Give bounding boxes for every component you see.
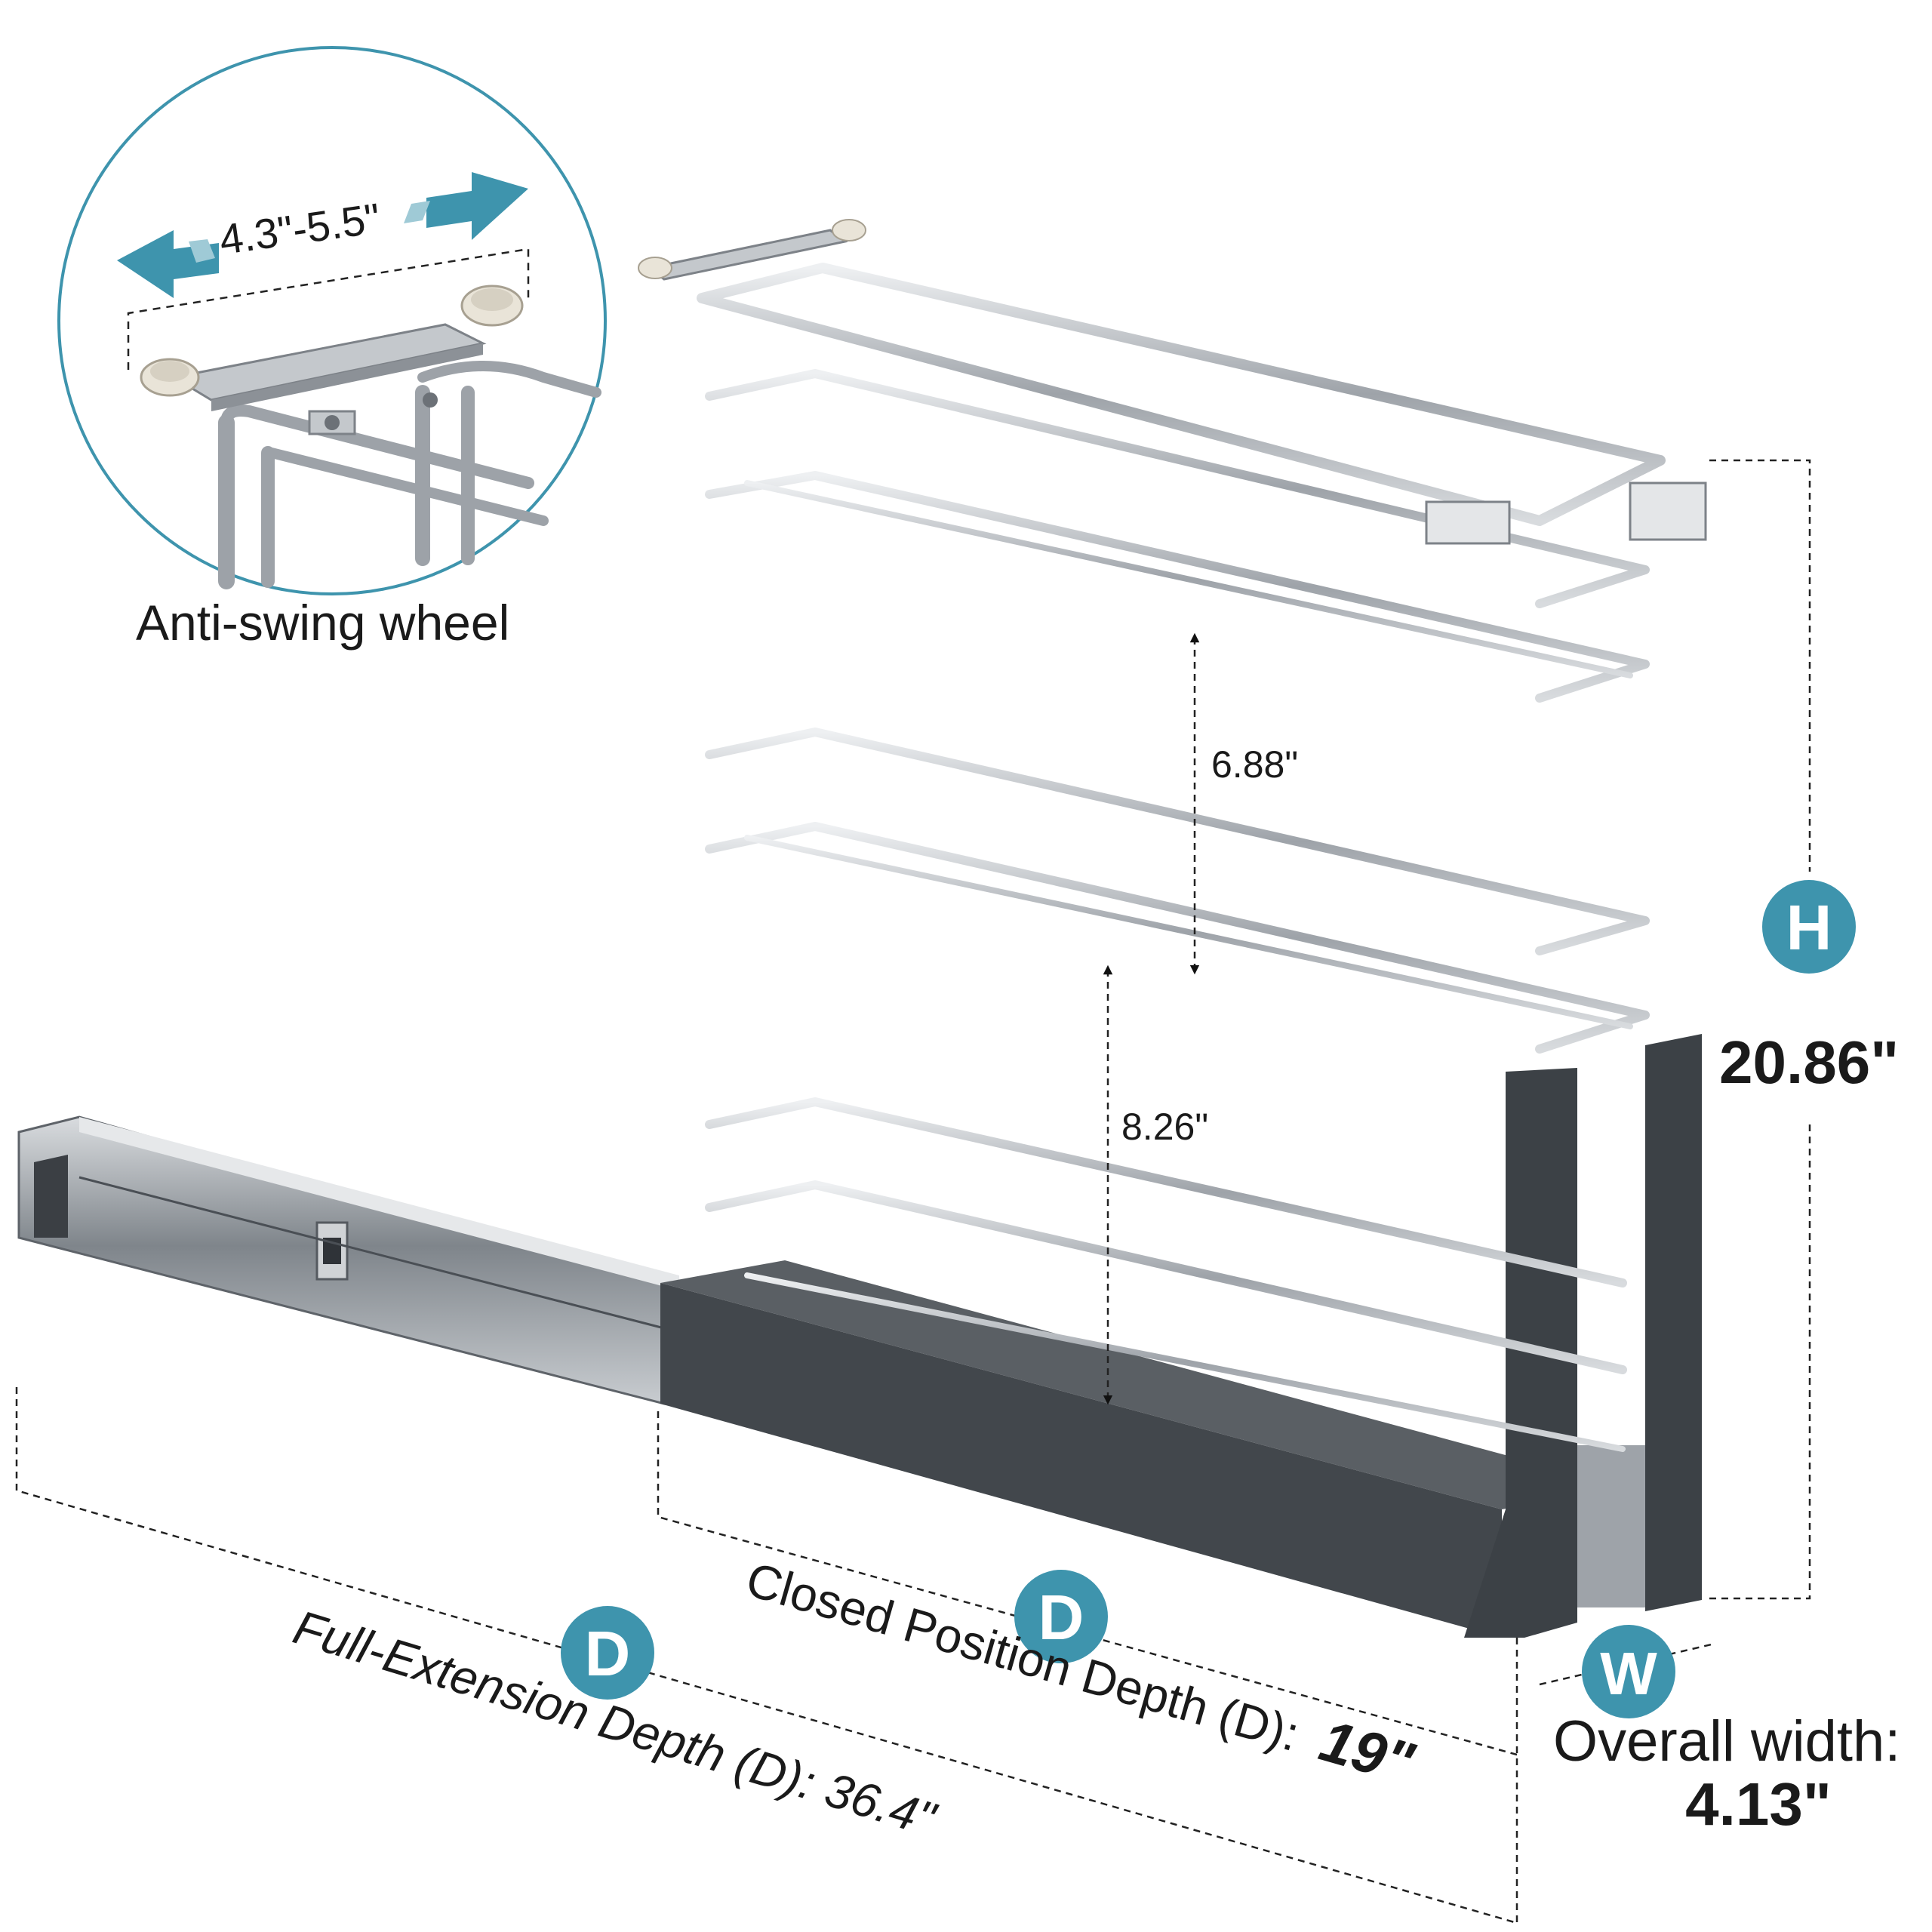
- wire-basket: [697, 263, 1666, 1452]
- closed-depth-badge-letter: D: [1038, 1582, 1084, 1653]
- drawer-slide-rail: [17, 1115, 679, 1405]
- height-badge-letter: H: [1786, 892, 1832, 963]
- anti-swing-wheel-icon: [832, 219, 866, 242]
- top-bracket: [638, 219, 1707, 545]
- closed-depth-value: 19": [1313, 1707, 1422, 1797]
- height-badge: H: [1762, 880, 1856, 974]
- width-badge: W: [1582, 1625, 1675, 1718]
- dimension-lines: [15, 459, 1811, 1924]
- height-value: 20.86": [1719, 1029, 1899, 1096]
- anti-swing-wheel-icon: [638, 257, 672, 279]
- inset-wire-frame: [218, 361, 601, 589]
- base-tray: [660, 1034, 1702, 1638]
- inset-caption: Anti-swing wheel: [136, 595, 509, 651]
- extended-depth-badge-letter: D: [585, 1618, 631, 1689]
- inset-width-dashed-bracket: [127, 248, 530, 370]
- tier-gap-top-label: 6.88": [1211, 743, 1298, 786]
- anti-swing-wheel-right: [460, 285, 524, 327]
- inset-bracket-plate: [170, 323, 487, 435]
- screw-icon: [423, 392, 438, 408]
- tier-gap-bottom-label: 8.26": [1121, 1106, 1208, 1148]
- closed-depth-badge: D: [1014, 1570, 1108, 1663]
- closed-depth-label: Closed Position Depth (D):: [740, 1552, 1305, 1761]
- width-value: 4.13": [1685, 1770, 1832, 1838]
- anti-swing-wheel-left: [140, 358, 200, 397]
- double-arrow-icon: [117, 172, 528, 298]
- width-label: Overall width:: [1553, 1709, 1900, 1774]
- extended-depth-badge: D: [561, 1606, 654, 1700]
- width-badge-letter: W: [1600, 1640, 1657, 1707]
- screw-icon: [325, 415, 340, 430]
- anti-swing-wheel-inset: 4.3"-5.5" Anti-swing wheel: [57, 46, 607, 651]
